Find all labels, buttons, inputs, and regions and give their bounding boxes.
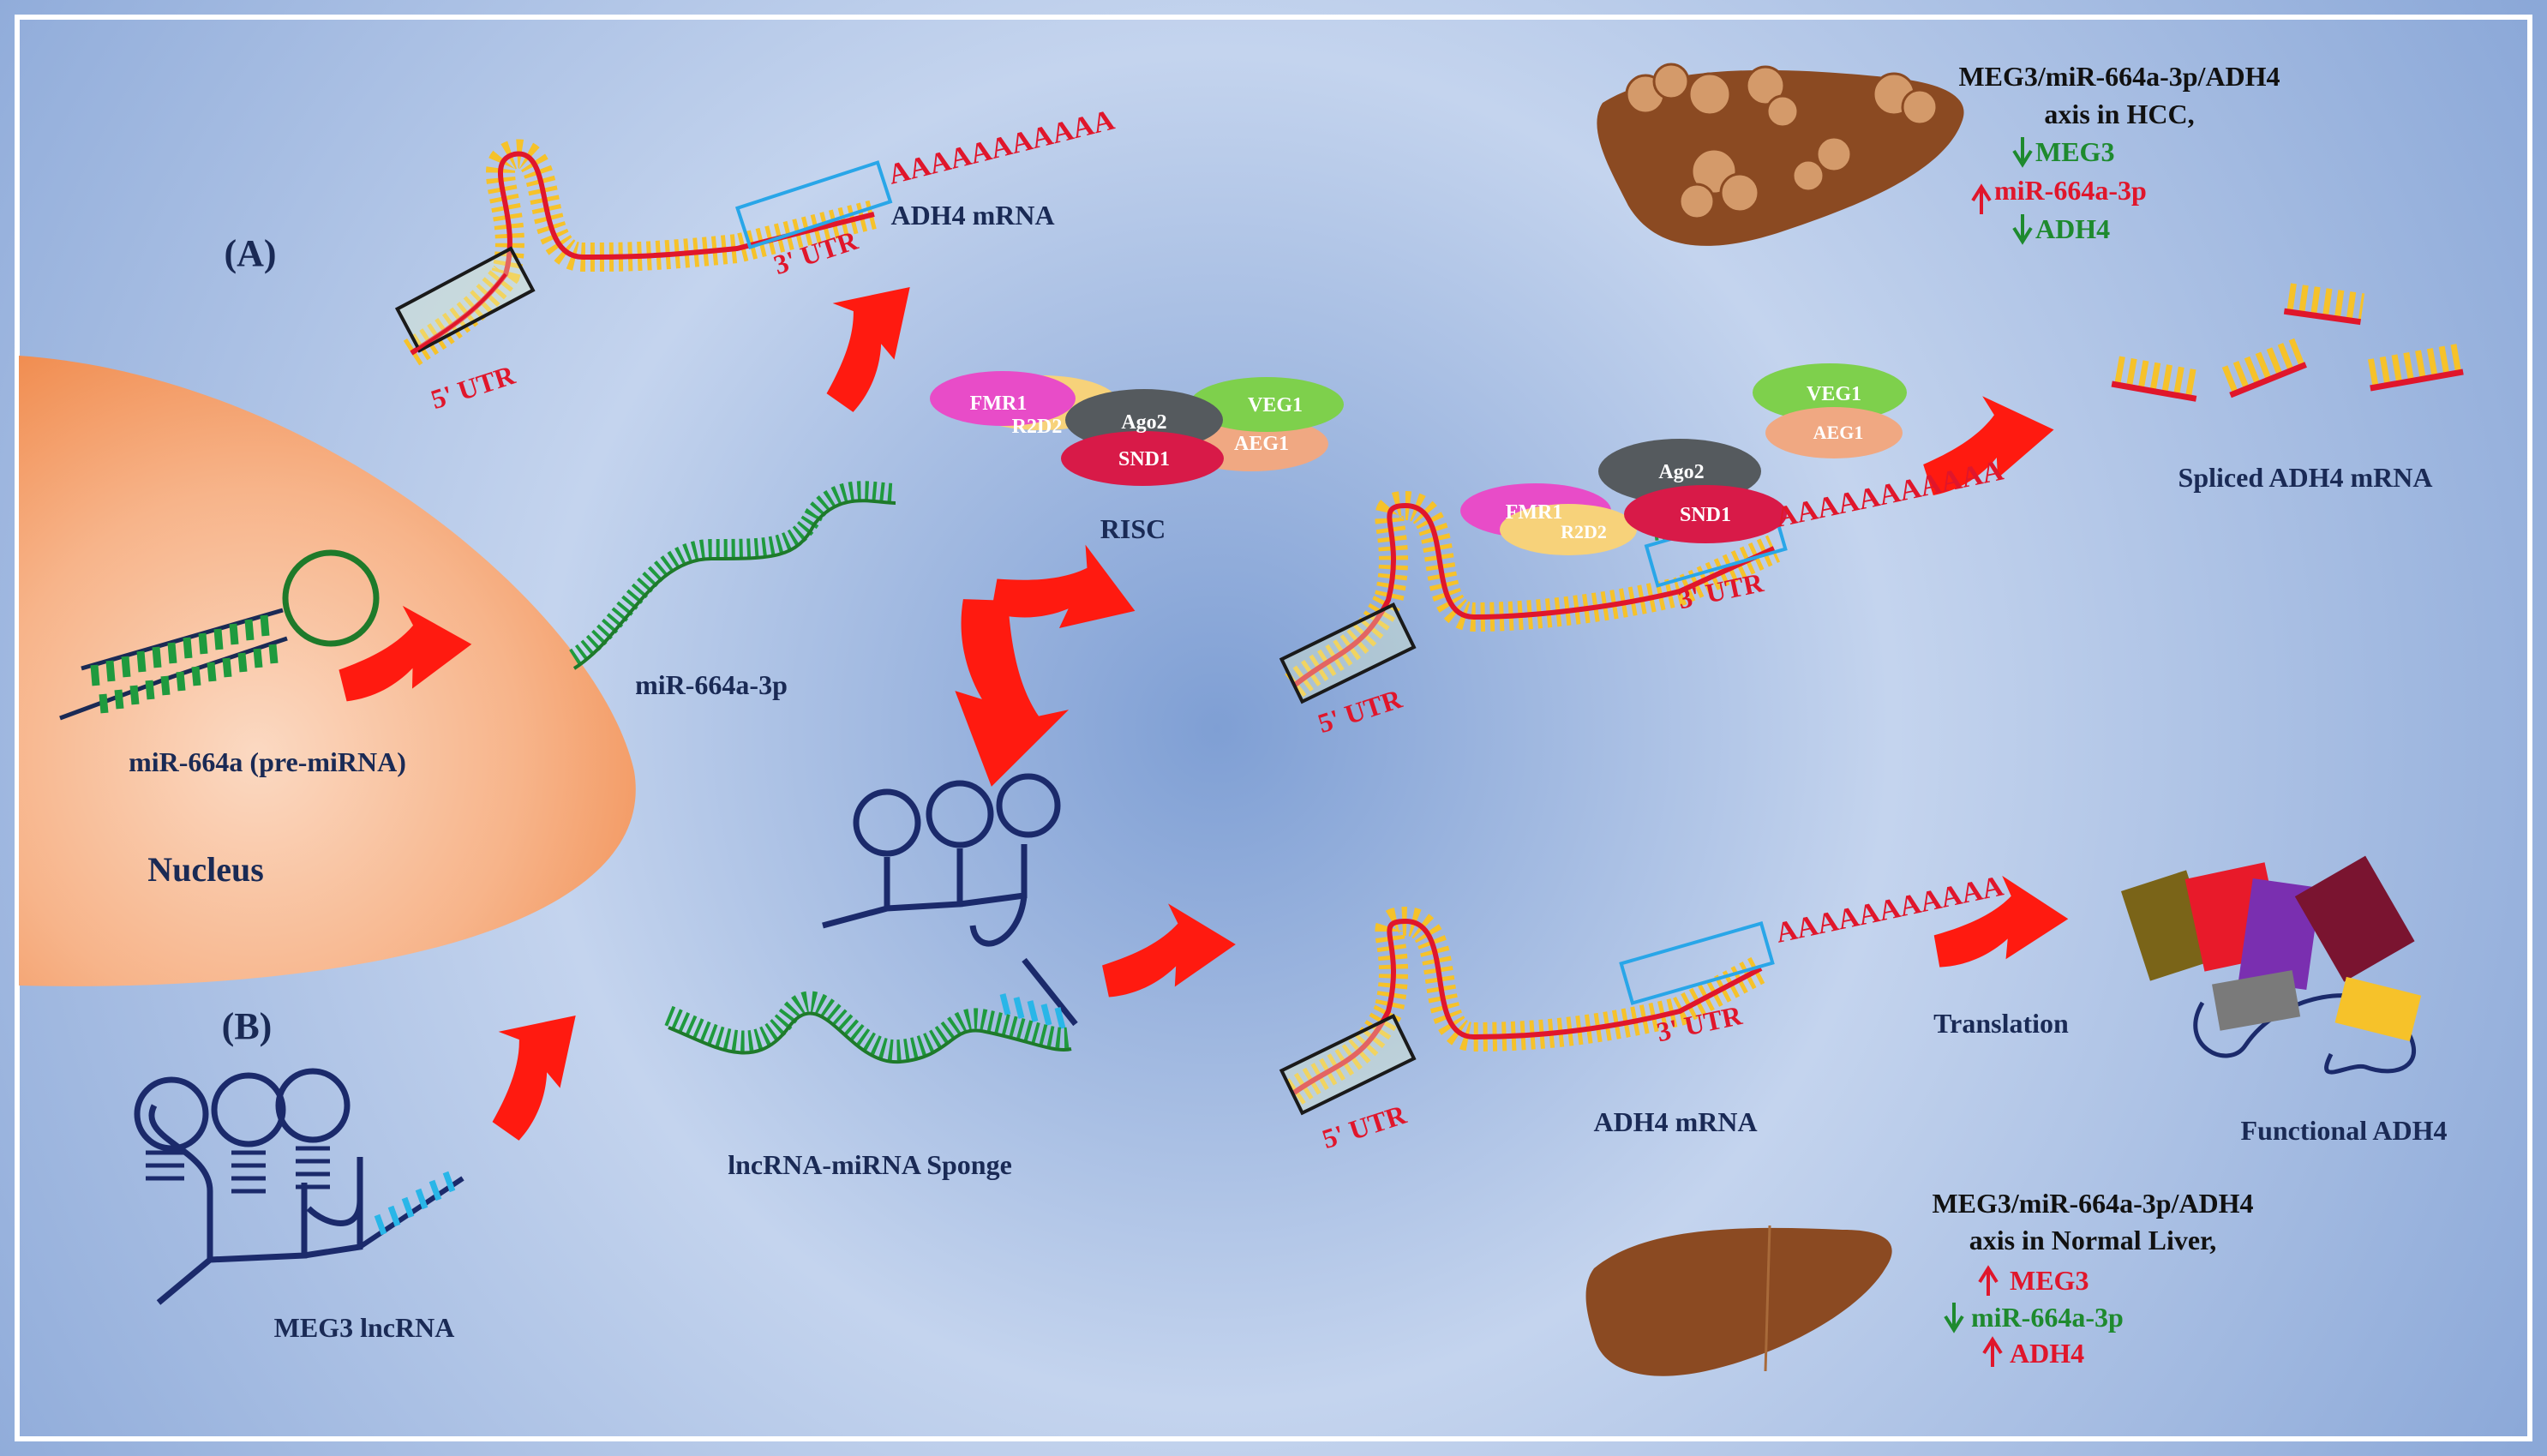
utr5-box-bottom — [1279, 1014, 1417, 1116]
risc-bound-ago2: Ago2 — [1658, 461, 1704, 483]
panel-a-label: (A) — [224, 232, 276, 274]
spliced-fragments — [2111, 283, 2464, 402]
risc-ago2-label: Ago2 — [1121, 411, 1166, 434]
adh4-mrna-label-bottom: ADH4 mRNA — [1593, 1106, 1757, 1137]
risc-veg1-label: VEG1 — [1248, 394, 1303, 416]
pre-mirna-label: miR-664a (pre-miRNA) — [129, 746, 406, 777]
translation-label: Translation — [1933, 1008, 2069, 1039]
lncrna-mirna-sponge — [664, 773, 1078, 1064]
risc-snd1-label: SND1 — [1118, 448, 1170, 470]
adh4-mrna-label-top: ADH4 mRNA — [890, 200, 1054, 231]
utr3-box-bottom — [1619, 921, 1775, 1005]
risc-veg1 — [1190, 377, 1344, 432]
frame — [15, 15, 2532, 1441]
adh4-mrna-risc-bound: FMR1 R2D2 Ago2 SND1 VEG1 AEG1 — [1279, 363, 1907, 704]
normal-liver-icon — [1585, 1225, 1892, 1376]
functional-adh4-protein — [2120, 855, 2422, 1075]
hcc-title-1: MEG3/miR-664a-3p/ADH4 — [1958, 61, 2280, 92]
risc-bound-snd1: SND1 — [1680, 504, 1731, 526]
normal-title-1: MEG3/miR-664a-3p/ADH4 — [1932, 1188, 2253, 1219]
risc-bound-aeg1: AEG1 — [1813, 422, 1864, 443]
down-arrow-icon — [1944, 1303, 1964, 1333]
utr3-box-top — [734, 160, 893, 249]
risc-label: RISC — [1100, 513, 1166, 544]
meg3-lncrna — [134, 1068, 464, 1305]
down-arrow-icon — [2012, 214, 2033, 245]
functional-adh4-label: Functional ADH4 — [2241, 1115, 2448, 1146]
risc-bound-r2d2: R2D2 — [1561, 521, 1607, 542]
hcc-mirna: miR-664a-3p — [1994, 175, 2147, 206]
risc-fmr1 — [930, 371, 1076, 426]
up-arrow-icon — [1971, 183, 1992, 214]
spliced-label: Spliced ADH4 mRNA — [2178, 462, 2433, 493]
normal-adh4: ADH4 — [2010, 1338, 2084, 1369]
panel-b-label: (B) — [222, 1005, 273, 1047]
adh4-mrna-top — [394, 139, 893, 366]
meg3-label: MEG3 lncRNA — [274, 1312, 455, 1343]
up-arrow-icon — [1978, 1265, 1999, 1296]
utr5-box-top — [394, 246, 536, 353]
risc-bound-veg1: VEG1 — [1807, 383, 1861, 405]
up-arrow-icon — [1982, 1336, 2003, 1367]
normal-meg3: MEG3 — [2010, 1265, 2089, 1296]
risc-bound-fmr1: FMR1 — [1506, 501, 1563, 524]
mirna-strand — [568, 481, 896, 670]
risc-snd1 — [1061, 431, 1224, 486]
hcc-liver-icon — [1597, 63, 1964, 246]
down-arrow-icon — [2012, 137, 2033, 168]
adh4-mrna-bottom — [1279, 906, 1775, 1116]
normal-mirna: miR-664a-3p — [1971, 1302, 2124, 1333]
sponge-label: lncRNA-miRNA Sponge — [728, 1149, 1012, 1180]
nucleus-shape — [19, 356, 636, 986]
risc-complex: FMR1 Ago2 VEG1 R2D2 SND1 AEG1 — [930, 371, 1344, 486]
nucleus-label: Nucleus — [147, 850, 264, 889]
hcc-title-2: axis in HCC, — [2044, 99, 2194, 129]
hcc-meg3: MEG3 — [2035, 136, 2114, 167]
utr5-box-mid — [1279, 602, 1417, 704]
pre-mirna-hairpin — [59, 549, 380, 721]
risc-r2d2-label: R2D2 — [1012, 416, 1063, 438]
risc-aeg1-label: AEG1 — [1234, 433, 1289, 455]
mirna-label: miR-664a-3p — [635, 669, 788, 700]
normal-title-2: axis in Normal Liver, — [1969, 1225, 2217, 1255]
hcc-adh4: ADH4 — [2035, 213, 2110, 244]
risc-fmr1-label: FMR1 — [970, 392, 1028, 415]
